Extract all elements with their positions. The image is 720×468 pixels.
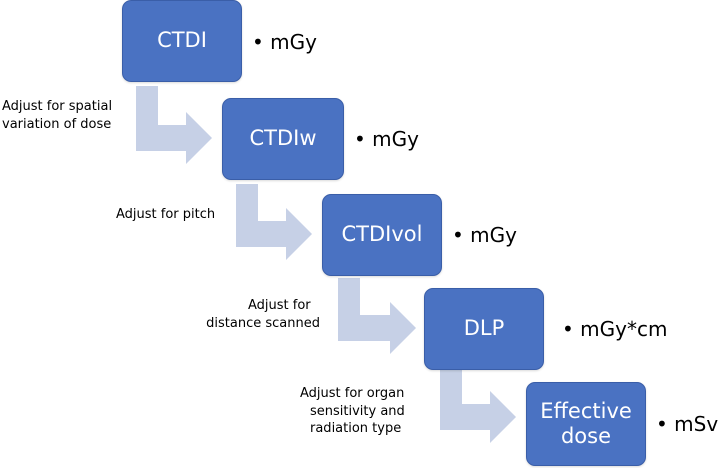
arrow-dlp-to-effective-dose bbox=[440, 368, 516, 443]
adjustment-note-line: Adjust for organ bbox=[300, 386, 405, 401]
unit-dlp: • mGy*cm bbox=[562, 317, 668, 341]
arrow-ctdivol-to-dlp bbox=[338, 278, 416, 354]
adjustment-note-line: sensitivity and bbox=[310, 403, 405, 419]
adjustment-note-line: distance scanned bbox=[206, 315, 320, 331]
adjustment-note-pitch: Adjust for pitch bbox=[116, 206, 215, 224]
adjustment-note-line: variation of dose bbox=[2, 116, 112, 132]
unit-ctdi: • mGy bbox=[252, 30, 317, 54]
unit-ctdivol: • mGy bbox=[452, 223, 517, 247]
step-box-dlp: DLP bbox=[424, 288, 544, 370]
adjustment-note-line: Adjust for spatial bbox=[2, 99, 113, 114]
arrow-ctdiw-to-ctdivol bbox=[236, 184, 312, 260]
step-label-effective-dose-line-1: Effective bbox=[540, 398, 632, 423]
unit-ctdiw: • mGy bbox=[354, 127, 419, 151]
step-label-ctdi: CTDI bbox=[157, 28, 207, 53]
step-box-ctdivol: CTDIvol bbox=[322, 194, 442, 276]
adjustment-note-line: radiation type bbox=[310, 421, 402, 437]
step-label-ctdivol: CTDIvol bbox=[341, 222, 423, 247]
unit-effective-dose: • mSv bbox=[656, 412, 719, 436]
step-box-ctdi: CTDI bbox=[122, 0, 242, 82]
adjustment-note-spatial: Adjust for spatial variation of dose bbox=[2, 98, 112, 133]
adjustment-note-organ: Adjust for organ sensitivity and radiati… bbox=[300, 385, 405, 438]
adjustment-note-line: Adjust for pitch bbox=[116, 207, 216, 222]
step-box-effective-dose: Effective dose bbox=[526, 382, 646, 466]
step-box-ctdiw: CTDIw bbox=[222, 98, 344, 180]
step-label-effective-dose-line-2: dose bbox=[560, 424, 612, 448]
arrow-ctdi-to-ctdiw bbox=[136, 86, 212, 164]
step-label-ctdiw: CTDIw bbox=[249, 126, 317, 151]
adjustment-note-distance: Adjust for distance scanned bbox=[200, 297, 320, 332]
adjustment-note-line: Adjust for bbox=[248, 298, 311, 313]
step-label-dlp: DLP bbox=[463, 316, 505, 341]
